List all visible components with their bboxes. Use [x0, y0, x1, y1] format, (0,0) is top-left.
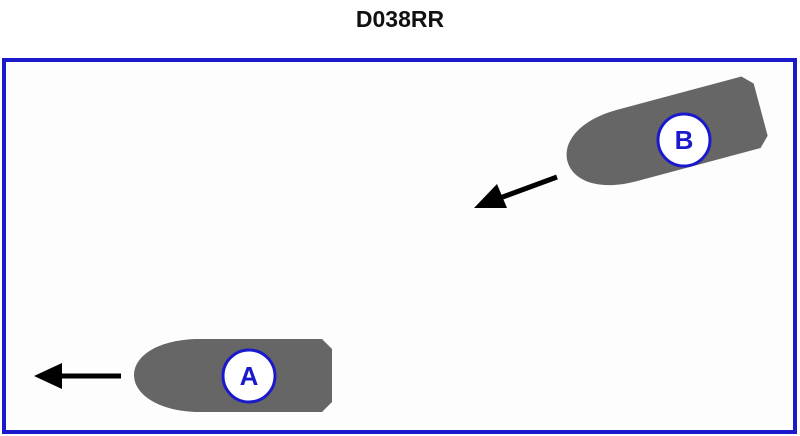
- boat-a-label-circle: [221, 348, 277, 404]
- arrow-a-head: [34, 363, 62, 389]
- boat-b-label: B: [675, 125, 694, 155]
- boat-b-direction-arrow: [474, 174, 558, 208]
- boat-a-label: A: [240, 361, 259, 391]
- boat-a: A: [134, 339, 332, 412]
- arrow-b-head: [474, 184, 507, 208]
- arrow-b-shaft: [499, 174, 558, 201]
- boat-a-direction-arrow: [34, 363, 121, 389]
- boat-b-label-circle: [656, 112, 712, 168]
- diagram-title: D038RR: [355, 6, 445, 32]
